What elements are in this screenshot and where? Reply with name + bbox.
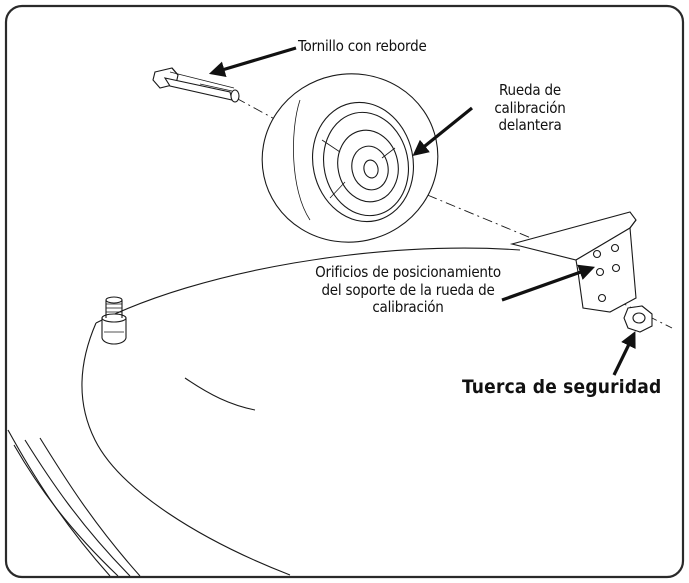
lock-nut <box>623 305 653 333</box>
arrow-flange-bolt <box>208 46 297 78</box>
label-bracket-holes: Orificios de posicionamiento del soporte… <box>315 263 501 317</box>
label-flange-bolt: Tornillo con reborde <box>298 37 427 55</box>
label-front-gauge-wheel: Rueda de calibración delantera <box>494 81 566 135</box>
gauge-wheel-bracket <box>509 211 637 313</box>
arrow-lock-nut <box>612 331 636 376</box>
mower-deck <box>7 247 521 577</box>
callout-arrows <box>208 46 636 376</box>
flange-bolt <box>152 67 240 103</box>
arrow-bracket-holes <box>501 264 596 302</box>
frame-border <box>4 4 685 579</box>
front-gauge-wheel <box>261 73 439 243</box>
deck-stud <box>101 296 127 345</box>
label-lock-nut: Tuerca de seguridad <box>462 376 662 398</box>
arrow-gauge-wheel <box>412 106 474 157</box>
